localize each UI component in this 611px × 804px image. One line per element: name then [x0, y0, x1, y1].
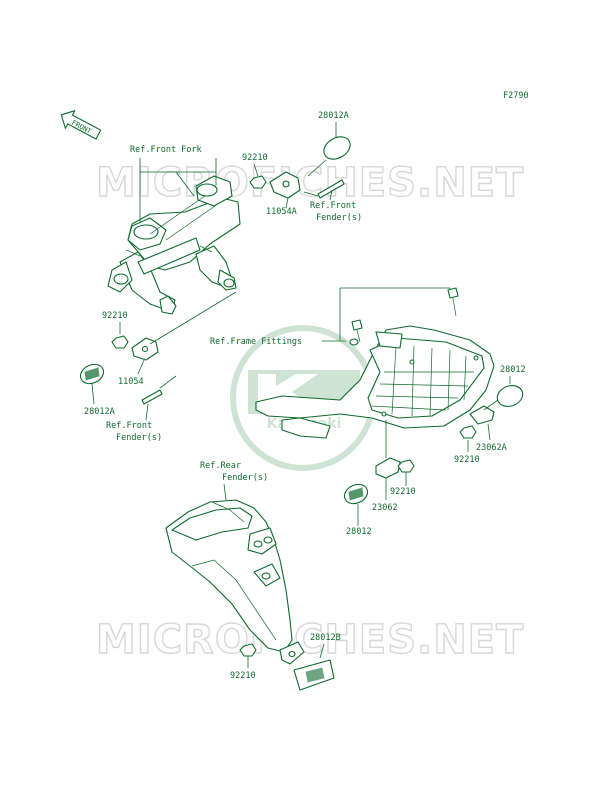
label-ref-rear-fender-1: Ref.Rear	[200, 461, 241, 471]
nut-92210-mid	[397, 459, 415, 473]
nut-92210-right	[459, 425, 477, 439]
label-28012A-top: 28012A	[318, 111, 349, 121]
label-92210-right: 92210	[454, 455, 480, 465]
front-arrow-icon: FRONT	[60, 110, 102, 140]
label-23062A: 23062A	[476, 443, 507, 453]
bracket-23062	[375, 457, 401, 479]
label-ref-front-fender-top-2: Fender(s)	[316, 213, 362, 223]
bolt-rack-rear	[447, 287, 459, 299]
diagram-code: F2790	[503, 91, 529, 101]
nut-92210-bottom	[239, 643, 257, 657]
label-ref-frame-fittings: Ref.Frame Fittings	[210, 337, 302, 347]
label-92210-mid: 92210	[390, 487, 416, 497]
nut-92210-top	[249, 175, 267, 189]
bracket-23062A	[469, 405, 495, 425]
front-fork-assembly	[107, 175, 241, 315]
rear-carrier-rack	[255, 325, 495, 439]
label-92210-left: 92210	[102, 311, 128, 321]
bolt-left	[141, 389, 163, 405]
watermark-bottom: MICROFICHES.NET	[96, 617, 524, 663]
watermark-top: MICROFICHES.NET	[96, 160, 524, 206]
label-92210-bottom: 92210	[230, 671, 256, 681]
nut-92210-left	[111, 335, 129, 349]
label-92210-top: 92210	[242, 153, 268, 163]
emblem-28012-right	[496, 385, 524, 407]
label-ref-front-fender-left-1: Ref.Front	[106, 421, 152, 431]
bolt-rack-front	[351, 319, 363, 331]
label-ref-front-fender-left-2: Fender(s)	[116, 433, 162, 443]
label-28012A-left: 28012A	[84, 407, 115, 417]
label-11054A: 11054A	[266, 207, 297, 217]
label-28012-mid: 28012	[346, 527, 372, 537]
label-28012-right: 28012	[500, 365, 526, 375]
label-ref-rear-fender-2: Fender(s)	[222, 473, 268, 483]
emblem-28012A-top	[323, 136, 351, 160]
bolt-top	[317, 179, 345, 199]
label-23062: 23062	[372, 503, 398, 513]
label-28012B: 28012B	[310, 633, 341, 643]
label-ref-front-fork: Ref.Front Fork	[130, 145, 202, 155]
rear-fender	[165, 499, 305, 665]
label-ref-front-fender-top-1: Ref.Front	[310, 201, 356, 211]
label-11054: 11054	[118, 377, 144, 387]
